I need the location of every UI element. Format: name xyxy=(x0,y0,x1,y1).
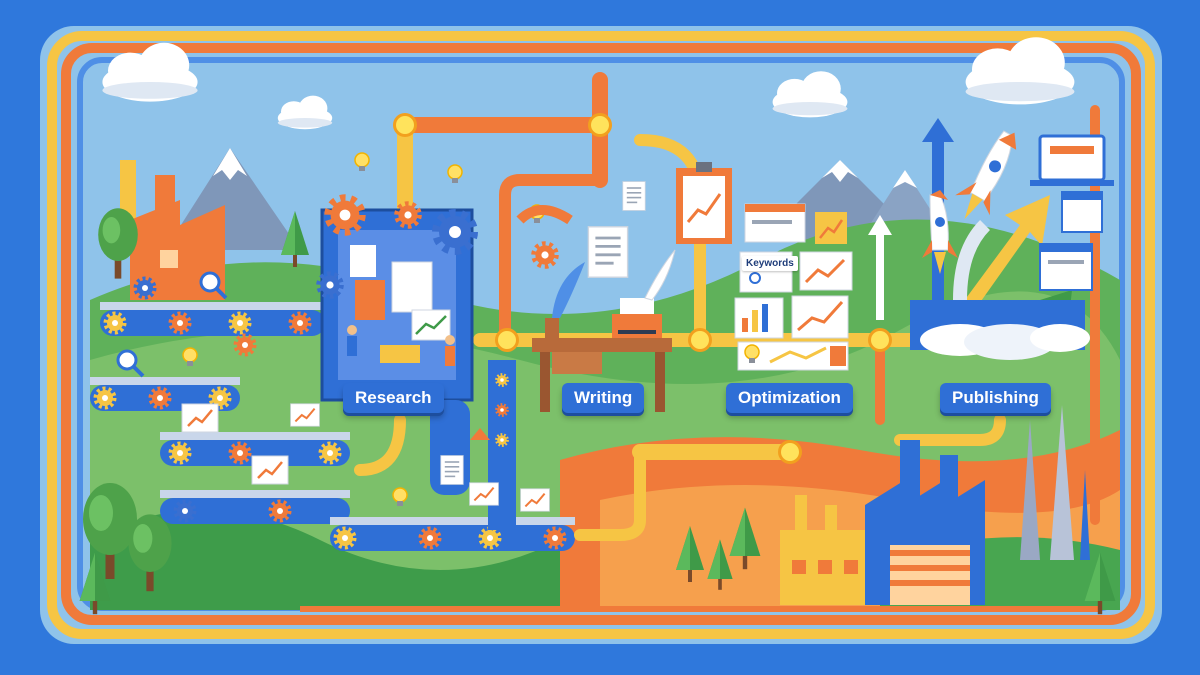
stage-label-research[interactable]: Research xyxy=(343,383,444,413)
stage-label-writing[interactable]: Writing xyxy=(562,383,645,413)
stage-label-optimization[interactable]: Optimization xyxy=(726,383,853,413)
pipe-node xyxy=(393,113,417,137)
factory-right xyxy=(780,440,985,605)
chart-card-icon xyxy=(180,402,220,434)
chart-card-icon xyxy=(468,481,500,507)
chart-card-icon xyxy=(519,487,551,513)
laptop-icon xyxy=(1038,134,1106,182)
magnifier-icon xyxy=(199,271,221,293)
document-icon xyxy=(587,225,629,279)
pipe-node xyxy=(868,328,892,352)
magnifier-icon xyxy=(116,349,138,371)
document-icon xyxy=(439,454,465,486)
stage-label-publishing[interactable]: Publishing xyxy=(940,383,1051,413)
rocket-icon xyxy=(922,190,958,274)
document-icon xyxy=(621,180,647,212)
quill-icon xyxy=(552,262,585,318)
pipe-node xyxy=(588,113,612,137)
pipe-node xyxy=(495,328,519,352)
pipe-node xyxy=(778,440,802,464)
writing-desk xyxy=(532,298,672,412)
up-arrow-icon xyxy=(868,215,892,320)
pipe-node xyxy=(688,328,712,352)
quill-icon xyxy=(644,249,676,301)
conveyor-belts xyxy=(90,302,575,551)
chart-card-icon xyxy=(289,402,321,428)
chart-card-icon xyxy=(250,454,290,486)
keywords-tag: Keywords xyxy=(742,256,798,271)
